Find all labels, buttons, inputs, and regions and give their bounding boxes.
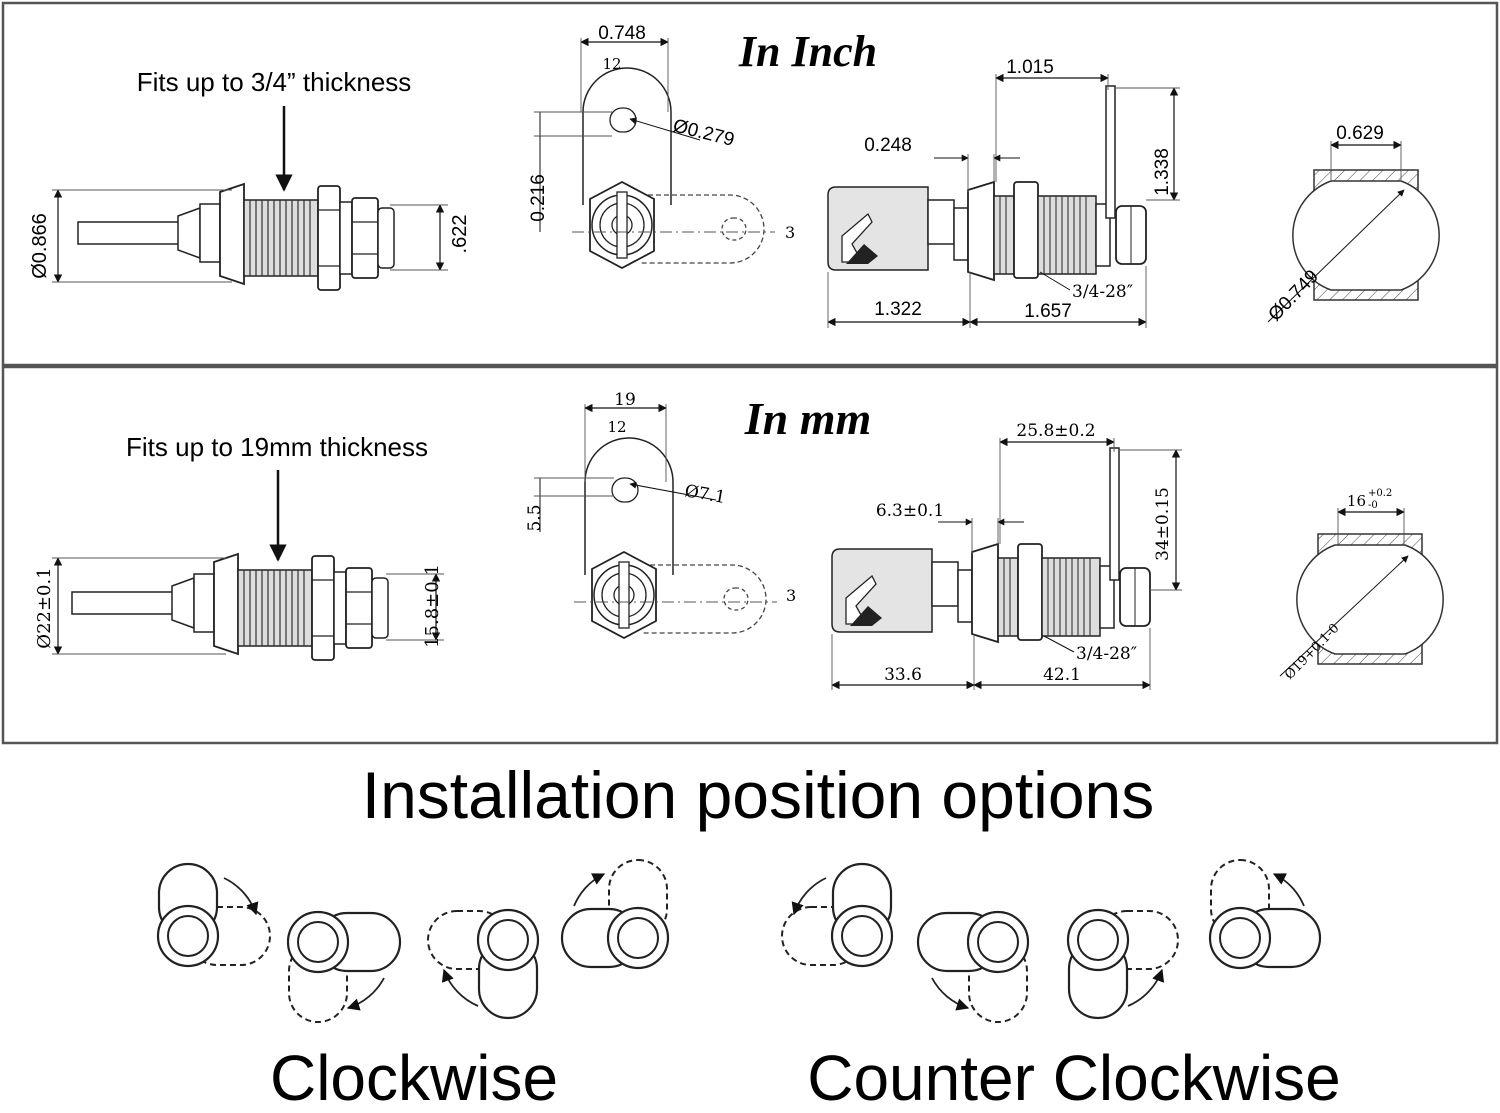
mm-panel-title: In mm [744,393,872,444]
mm-front-view-lock [573,437,778,639]
mm-slot-diameter: Ø7.1 [683,481,727,508]
inch-cam-height: 1.338 [1152,148,1173,196]
cw-position-1 [156,862,271,968]
ccw-arrow-icon [1127,968,1165,1007]
mm-cam-offset: 5.5 [525,504,545,531]
mm-hole-flat-tol-upper: +0.2 [1368,488,1392,499]
ccw-position-4 [1208,859,1322,970]
installation-heading: Installation position options [362,758,1155,832]
ccw-arrow-icon [791,877,827,916]
inch-panel: In Inch Fits up to 3/4” thickness Ø0.866… [1,1,1499,367]
mm-position-mark: 3 [786,586,796,605]
mm-cam-length: 25.8±0.2 [1016,421,1095,441]
inch-nut-height: .622 [449,215,471,254]
mm-side-view-lock [71,553,389,661]
front-view-lock [571,67,776,269]
inch-body-length: 1.657 [1024,301,1072,322]
cw-position-4 [560,859,670,970]
cw-position-3 [427,908,540,1020]
inch-slot-diameter: Ø0.279 [671,115,737,150]
mm-thread: 3/4-28″ [1076,644,1137,664]
mm-flange: 6.3±0.1 [876,501,944,521]
inch-cam-inner: 12 [602,55,621,73]
ccw-position-3 [1066,908,1179,1020]
mm-cam-height: 34±0.15 [1153,487,1173,561]
inch-position-mark: 3 [785,223,795,242]
mm-cam-inner: 12 [607,418,626,436]
inch-fits-note: Fits up to 3/4” thickness [137,67,412,97]
mm-hole-flat: 16 [1347,492,1366,510]
clockwise-options [156,859,670,1023]
mm-key-length: 33.6 [884,665,922,685]
counter-clockwise-label: Counter Clockwise [807,1042,1341,1108]
side-view-lock [77,183,395,291]
ccw-position-2 [916,910,1030,1023]
mm-cam-width: 19 [614,390,636,410]
counter-clockwise-options [781,859,1322,1023]
mm-panel: In mm Fits up to 19mm thickness Ø22±0.1 … [1,365,1499,745]
mm-nut-height: 15.8±0.1 [422,564,443,648]
inch-flange: 0.248 [864,135,912,156]
inch-hole-flat: 0.629 [1336,123,1384,144]
inch-cam-offset: 0.216 [528,174,549,222]
cw-arrow-icon [441,968,479,1007]
mm-hole-flat-tol-lower: -0 [1368,500,1378,511]
inch-cam-length: 1.015 [1006,57,1054,78]
cw-position-2 [286,910,402,1023]
ccw-arrow-icon [931,977,970,1011]
clockwise-label: Clockwise [270,1042,558,1108]
inch-thread: 3/4-28″ [1072,282,1133,302]
inch-body-diameter: Ø0.866 [29,213,51,279]
mm-fits-note: Fits up to 19mm thickness [126,432,428,462]
inch-panel-title: In Inch [738,27,877,76]
inch-cam-width: 0.748 [598,23,646,44]
ccw-arrow-icon [1272,873,1305,907]
cw-arrow-icon [346,977,385,1011]
mm-body-diameter: Ø22±0.1 [34,567,55,648]
cw-arrow-icon [223,877,259,916]
mm-body-length: 42.1 [1043,665,1081,685]
mm-key-view-lock [831,447,1151,643]
inch-key-length: 1.322 [874,299,922,320]
cw-arrow-icon [573,873,606,907]
ccw-position-1 [781,862,894,968]
key-view-lock [827,85,1147,281]
